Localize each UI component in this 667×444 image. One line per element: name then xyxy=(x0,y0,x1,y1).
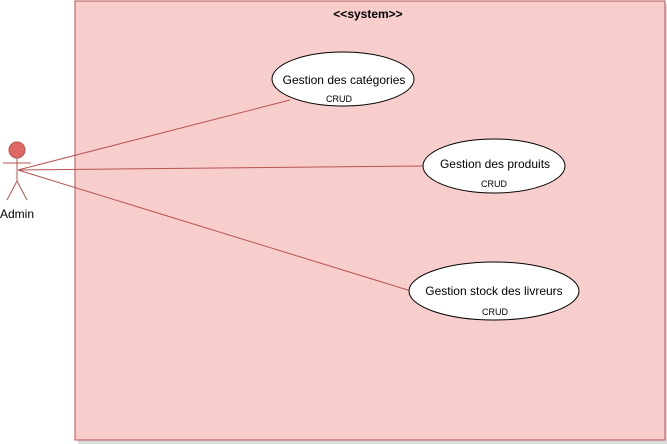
system-boundary-title: <<system>> xyxy=(333,7,402,21)
use-case-categories[interactable]: Gestion des catégories CRUD xyxy=(271,51,415,107)
use-case-note: CRUD xyxy=(326,94,352,104)
actor-label: Admin xyxy=(0,207,34,221)
use-case-produits[interactable]: Gestion des produits CRUD xyxy=(422,138,566,194)
actor-right-leg xyxy=(16,180,28,201)
association-line-livreurs[interactable] xyxy=(17,169,412,292)
use-case-note: CRUD xyxy=(482,307,508,317)
use-case-ellipse xyxy=(408,261,580,321)
use-case-livreurs[interactable]: Gestion stock des livreurs CRUD xyxy=(408,261,580,321)
use-case-note: CRUD xyxy=(481,179,507,189)
stick-figure-icon xyxy=(3,141,31,201)
association-line-categories[interactable] xyxy=(17,99,291,171)
use-case-ellipse xyxy=(422,138,566,194)
use-case-name: Gestion des catégories xyxy=(283,73,406,87)
use-case-name: Gestion des produits xyxy=(440,157,550,171)
association-line-produits[interactable] xyxy=(17,165,425,171)
actor-head xyxy=(8,141,26,159)
use-case-name: Gestion stock des livreurs xyxy=(425,284,562,298)
actor-admin[interactable]: Admin xyxy=(0,141,34,221)
use-case-ellipse xyxy=(271,51,415,107)
actor-left-leg xyxy=(6,180,18,201)
